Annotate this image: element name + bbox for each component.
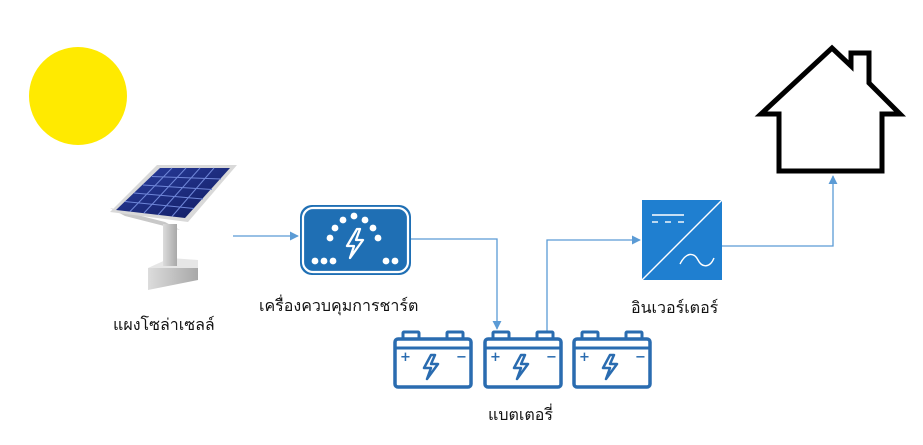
battery-icon: + − bbox=[483, 330, 563, 389]
svg-text:+: + bbox=[400, 350, 411, 365]
svg-text:−: − bbox=[635, 350, 646, 365]
svg-text:−: − bbox=[546, 350, 557, 365]
connector-controller-to-battery bbox=[411, 238, 502, 330]
solar-panel-label: แผงโซล่าเซลล์ bbox=[113, 315, 215, 334]
svg-text:+: + bbox=[579, 350, 590, 365]
connector-inverter-to-house bbox=[722, 175, 838, 247]
connector-battery-to-inverter bbox=[546, 235, 641, 333]
charge-controller-label: เครื่องควบคุมการชาร์ต bbox=[259, 294, 418, 316]
house-icon bbox=[754, 44, 907, 174]
solar-panel-icon bbox=[110, 165, 237, 290]
battery-icon: + − bbox=[393, 330, 473, 389]
inverter-label: อินเวอร์เตอร์ bbox=[631, 298, 719, 317]
svg-text:−: − bbox=[456, 350, 467, 365]
svg-text:+: + bbox=[490, 350, 501, 365]
battery-label: แบตเตอรี่ bbox=[488, 403, 553, 424]
sun-icon bbox=[29, 47, 127, 145]
inverter-icon bbox=[641, 199, 723, 281]
battery-icon: + − bbox=[572, 330, 652, 389]
charge-controller-icon bbox=[300, 205, 411, 275]
